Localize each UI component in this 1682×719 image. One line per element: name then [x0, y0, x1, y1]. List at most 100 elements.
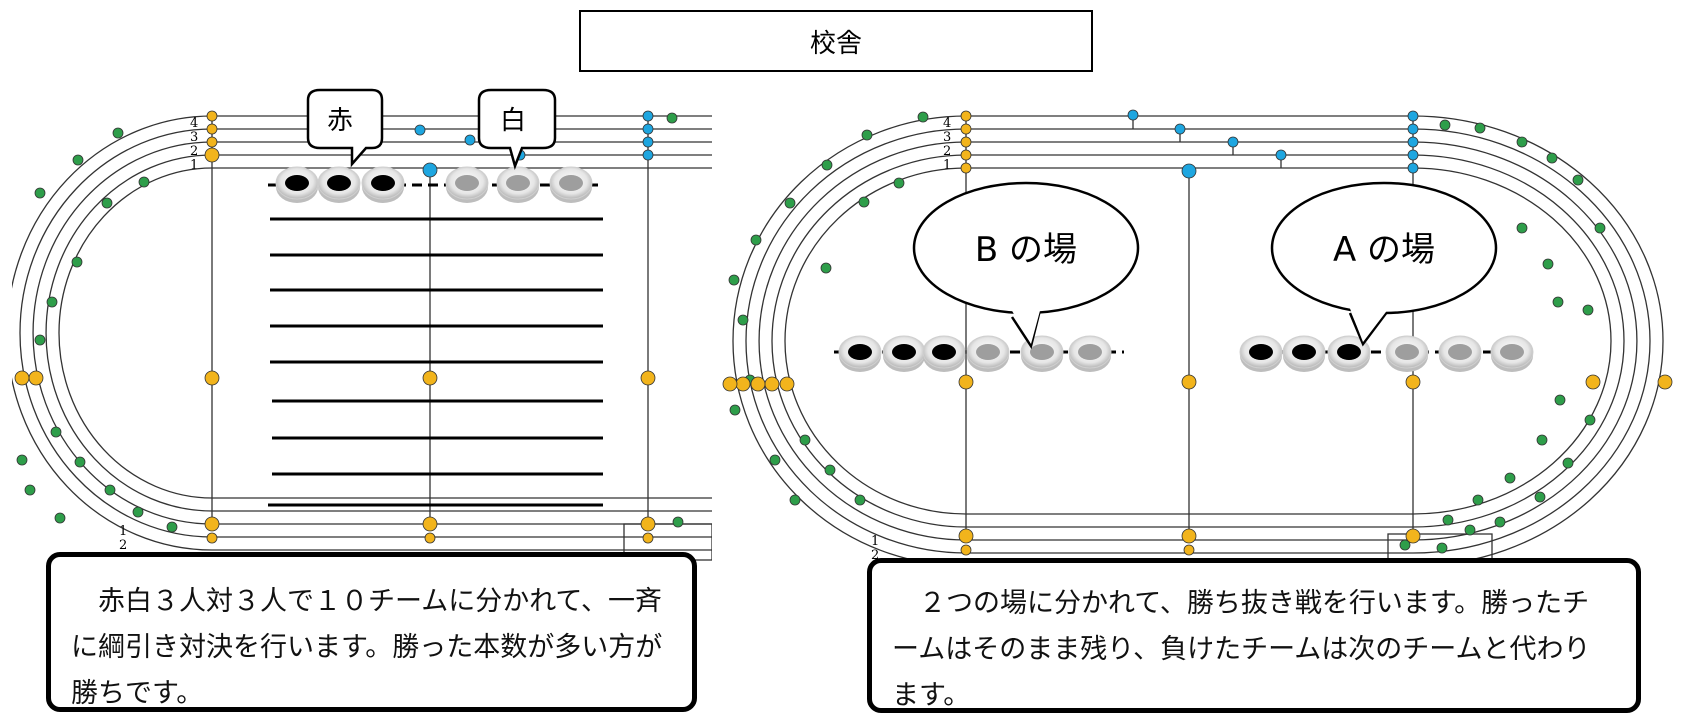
red-team-label: 赤 [327, 106, 353, 136]
right-track-markers [722, 109, 1673, 556]
track-green-marker [72, 154, 84, 166]
track-green-marker [74, 456, 86, 468]
right-explanation-text: ２つの場に分かれて、勝ち抜き戦を行います。勝ったチームはそのまま残り、負けたチー… [892, 588, 1591, 711]
left-track-lane-3 [19, 128, 712, 538]
white-piece [549, 166, 593, 203]
right-track-inner [784, 167, 1612, 515]
track-green-marker [71, 256, 83, 268]
left-lane-numbers: 4 3 2 1 1 2 [119, 116, 198, 553]
track-blue-marker [1127, 109, 1139, 121]
track-orange-marker [1181, 528, 1197, 544]
track-green-marker [1534, 491, 1546, 503]
left-track [12, 112, 712, 561]
school-building-label: 校舎 [579, 10, 1093, 72]
track-orange-marker [1405, 528, 1421, 544]
track-green-marker [1516, 222, 1528, 234]
black-piece [317, 166, 361, 203]
b-field-label: B の場 [975, 230, 1077, 270]
black-piece [1239, 335, 1283, 372]
track-orange-marker [422, 516, 438, 532]
white-piece [1490, 335, 1534, 372]
track-orange-marker [204, 147, 220, 163]
track-green-marker [34, 334, 46, 346]
track-green-marker [1546, 152, 1558, 164]
track-green-marker [34, 187, 46, 199]
track-green-marker [672, 516, 684, 528]
white-team-bubble: 白 [477, 88, 557, 170]
track-green-marker [893, 177, 905, 189]
lane-number-label: 4 [943, 116, 951, 131]
black-piece [1327, 335, 1371, 372]
track-orange-marker [204, 370, 220, 386]
track-blue-marker [464, 134, 476, 146]
lane-number-label: 3 [190, 130, 198, 145]
track-orange-marker [640, 516, 656, 532]
track-green-marker [101, 197, 113, 209]
white-piece [1068, 335, 1112, 372]
track-green-marker [799, 434, 811, 446]
track-green-marker [666, 112, 678, 124]
track-green-marker [104, 484, 116, 496]
track-blue-marker [642, 149, 654, 161]
track-orange-marker [958, 374, 974, 390]
track-blue-marker [642, 136, 654, 148]
track-orange-marker [735, 376, 751, 392]
left-explanation-box: 赤白３人対３人で１０チームに分かれて、一斉に綱引き対決を行います。勝った本数が多… [46, 552, 697, 712]
white-piece [1438, 335, 1482, 372]
track-green-marker [784, 197, 796, 209]
track-orange-marker [779, 376, 795, 392]
track-blue-marker [1227, 136, 1239, 148]
track-green-marker [1554, 394, 1566, 406]
track-green-marker [1572, 174, 1584, 186]
track-blue-marker [1407, 110, 1419, 122]
track-orange-marker [28, 370, 44, 386]
track-green-marker [138, 176, 150, 188]
track-green-marker [824, 464, 836, 476]
black-piece [275, 166, 319, 203]
track-orange-marker [1181, 374, 1197, 390]
track-green-marker [54, 512, 66, 524]
track-orange-marker [960, 110, 972, 122]
black-piece [361, 166, 405, 203]
track-orange-marker [206, 136, 218, 148]
track-green-marker [1536, 434, 1548, 446]
track-orange-marker [958, 528, 974, 544]
lane-number-label: 1 [190, 158, 198, 173]
track-orange-marker [642, 532, 654, 544]
right-team-pieces [838, 335, 1534, 372]
track-blue-marker [414, 124, 426, 136]
track-orange-marker [960, 123, 972, 135]
track-orange-marker [422, 370, 438, 386]
track-green-marker [1436, 542, 1448, 554]
lane-number-label: 1 [943, 158, 951, 173]
track-orange-marker [960, 136, 972, 148]
left-track-lane-1 [45, 154, 712, 512]
track-green-marker [112, 127, 124, 139]
track-green-marker [46, 296, 58, 308]
white-piece [966, 335, 1010, 372]
track-green-marker [729, 404, 741, 416]
track-green-marker [1552, 296, 1564, 308]
track-orange-marker [14, 370, 30, 386]
track-blue-marker [1407, 123, 1419, 135]
track-orange-marker [750, 376, 766, 392]
track-orange-marker [1657, 374, 1673, 390]
track-blue-marker [1407, 162, 1419, 174]
left-track-markers [14, 110, 684, 544]
track-green-marker [1582, 304, 1594, 316]
track-green-marker [858, 196, 870, 208]
track-orange-marker [1585, 374, 1601, 390]
track-orange-marker [960, 544, 972, 556]
track-green-marker [24, 484, 36, 496]
lane-number-label: 1 [871, 534, 879, 549]
track-blue-marker [1407, 136, 1419, 148]
left-explanation-text: 赤白３人対３人で１０チームに分かれて、一斉に綱引き対決を行います。勝った本数が多… [71, 586, 663, 709]
track-green-marker [728, 274, 740, 286]
track-green-marker [1494, 516, 1506, 528]
left-team-pieces [275, 166, 593, 203]
track-green-marker [1504, 472, 1516, 484]
track-green-marker [1439, 119, 1451, 131]
right-explanation-box: ２つの場に分かれて、勝ち抜き戦を行います。勝ったチームはそのまま残り、負けたチー… [867, 558, 1641, 713]
black-piece [922, 335, 966, 372]
